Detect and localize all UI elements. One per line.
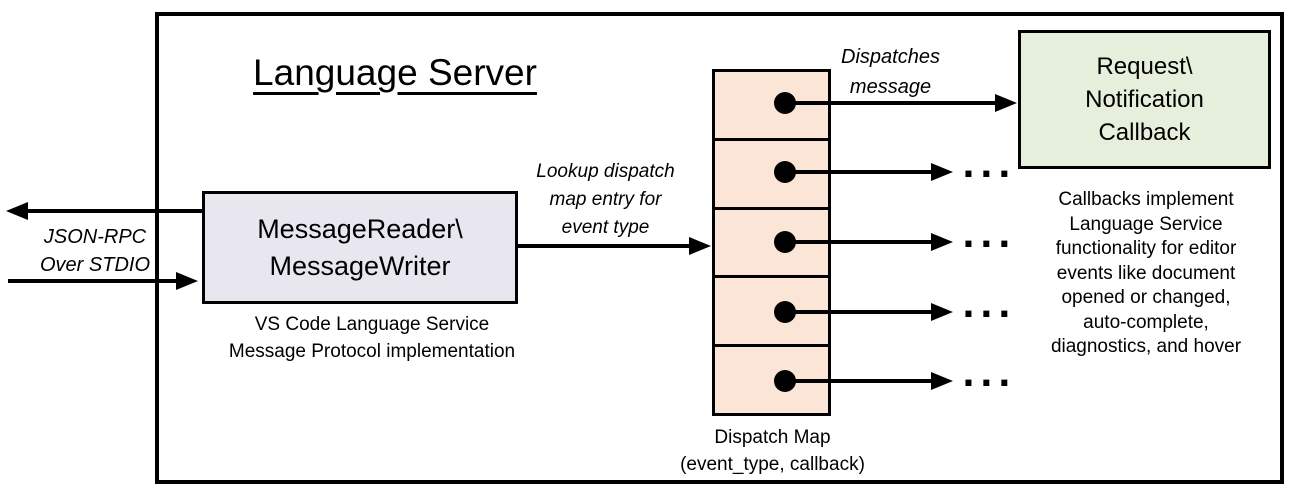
json-rpc-stdio-label: JSON-RPC Over STDIO (15, 223, 175, 279)
more-callbacks-ellipsis-4: ... (962, 355, 1016, 395)
dispatch-map-cell-4 (715, 275, 828, 344)
lookup-label-line3: event type (561, 217, 650, 238)
io-label-line1: JSON-RPC (43, 226, 147, 248)
lookup-label-line2: map entry for (549, 189, 662, 210)
dispatches-label-line2: message (849, 76, 932, 98)
more-callbacks-ellipsis-2: ... (962, 216, 1016, 256)
lookup-label-line1: Lookup dispatch (536, 161, 675, 182)
lookup-dispatch-label: Lookup dispatch map entry for event type (518, 158, 693, 242)
callback-caption-line5: opened or changed, (1061, 287, 1231, 308)
dispatches-label-line1: Dispatches (841, 46, 940, 68)
callback-box-line1: Request\ (1096, 53, 1193, 80)
request-notification-callback-box: Request\ Notification Callback (1018, 30, 1271, 169)
callback-caption-line1: Callbacks implement (1058, 189, 1234, 210)
dispatches-message-label: Dispatches message (828, 42, 953, 102)
io-label-line2: Over STDIO (39, 254, 150, 276)
reader-caption-line2: Message Protocol implementation (228, 341, 516, 362)
dispatch-map-cell-5 (715, 344, 828, 413)
diagram-title: Language Server (253, 52, 537, 93)
more-callbacks-ellipsis-3: ... (962, 286, 1016, 326)
callback-caption-line7: diagnostics, and hover (1050, 336, 1242, 357)
callback-caption-line3: functionality for editor (1055, 238, 1237, 259)
dispatch-map-table (712, 69, 831, 416)
dispatch-map-caption: Dispatch Map (event_type, callback) (655, 424, 890, 478)
dispatch-map-cell-3 (715, 206, 828, 276)
dispatch-map-cell-1 (715, 72, 828, 138)
dispatch-map-cell-2 (715, 137, 828, 207)
callback-box-line3: Callback (1098, 119, 1191, 146)
message-reader-writer-box: MessageReader\ MessageWriter (202, 191, 518, 304)
language-server-boundary-box (155, 12, 1284, 484)
dispatch-map-caption-line2: (event_type, callback) (680, 454, 865, 475)
callback-box-line2: Notification (1085, 86, 1204, 113)
reader-caption: VS Code Language Service Message Protoco… (182, 311, 562, 365)
dispatch-map-caption-line1: Dispatch Map (714, 427, 831, 448)
callback-caption-line2: Language Service (1069, 213, 1223, 235)
callback-caption-line6: auto-complete, (1083, 311, 1209, 333)
more-callbacks-ellipsis-1: ... (962, 146, 1016, 186)
reader-box-line1: MessageReader\ (257, 213, 463, 244)
callback-caption-line4: events like document (1056, 262, 1236, 284)
reader-caption-line1: VS Code Language Service (254, 314, 490, 335)
callback-caption: Callbacks implement Language Service fun… (1020, 188, 1272, 360)
reader-box-line2: MessageWriter (269, 250, 451, 281)
